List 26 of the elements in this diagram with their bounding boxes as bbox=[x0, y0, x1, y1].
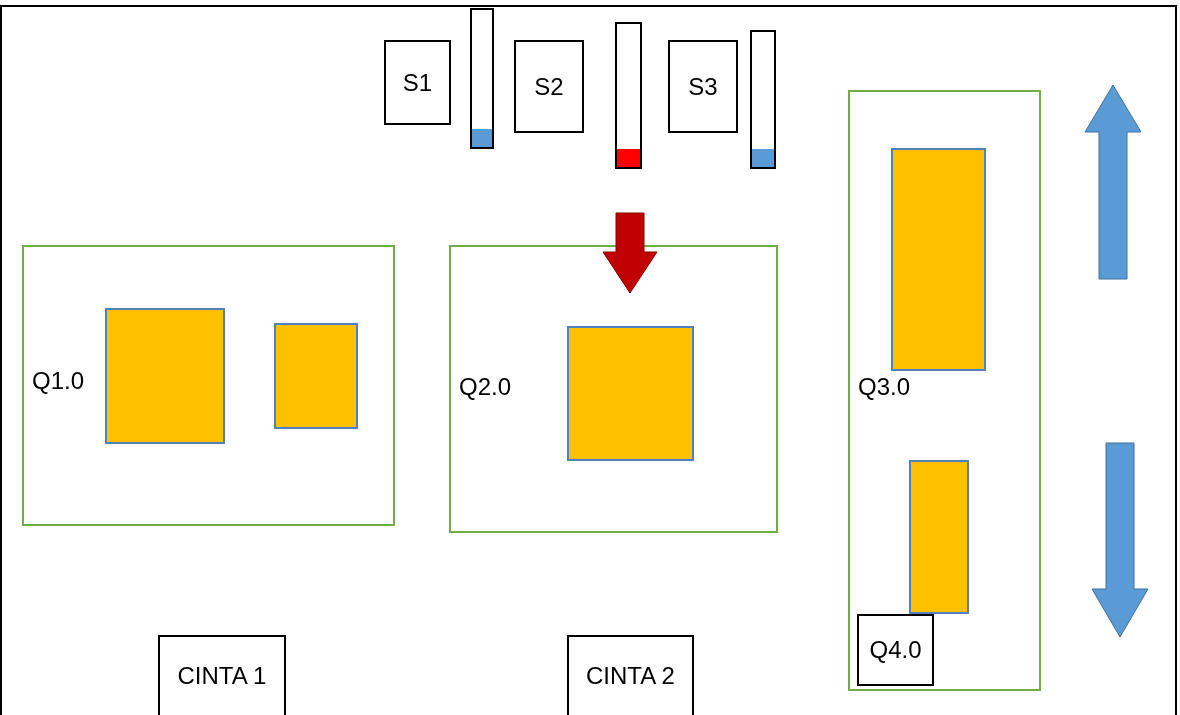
zone-panel bbox=[22, 245, 395, 526]
box-label: S1 bbox=[402, 70, 433, 95]
cargo-block bbox=[891, 148, 986, 371]
label-box bbox=[567, 635, 694, 715]
box-label: S3 bbox=[688, 74, 718, 99]
panel-label: Q3.0 bbox=[858, 375, 911, 399]
panel-label: Q2.0 bbox=[459, 375, 512, 399]
box-label: S2 bbox=[534, 74, 564, 99]
label-box bbox=[158, 635, 286, 715]
cargo-block bbox=[274, 323, 358, 429]
cargo-block bbox=[909, 460, 969, 614]
box-label: CINTA 2 bbox=[586, 664, 675, 688]
zone-panel bbox=[449, 245, 778, 533]
level-bar bbox=[470, 8, 494, 149]
panel-label: Q1.0 bbox=[32, 369, 85, 393]
level-bar bbox=[615, 22, 642, 169]
label-box bbox=[384, 40, 451, 125]
label-box bbox=[514, 40, 584, 133]
label-box bbox=[668, 40, 738, 133]
box-label: Q4.0 bbox=[869, 638, 922, 662]
level-bar bbox=[750, 30, 776, 169]
label-box bbox=[857, 614, 934, 686]
zone-panel bbox=[848, 90, 1041, 691]
box-label: CINTA 1 bbox=[177, 664, 267, 688]
cargo-block bbox=[105, 308, 225, 444]
cargo-block bbox=[567, 326, 694, 461]
